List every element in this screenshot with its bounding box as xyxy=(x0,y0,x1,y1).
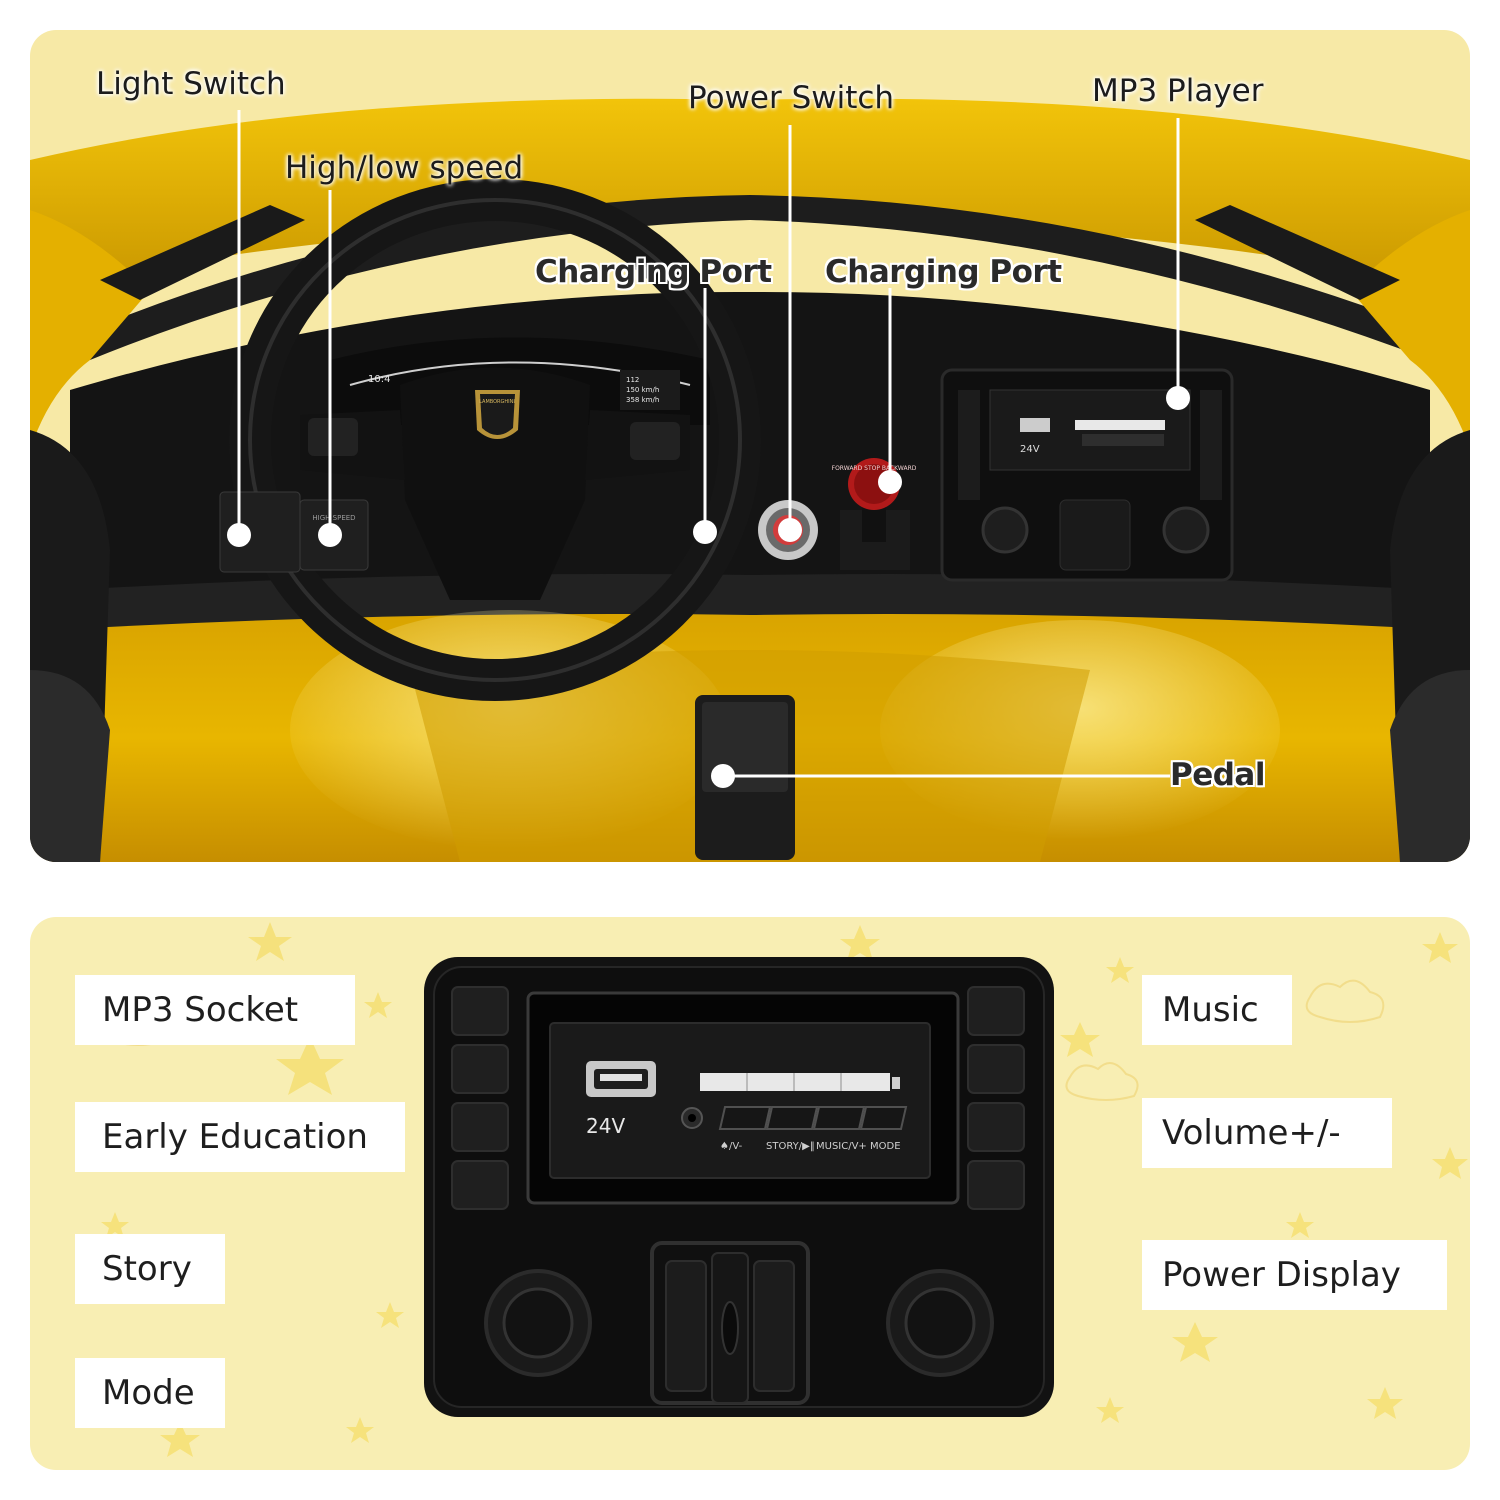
power-switch-label: Power Switch xyxy=(688,80,895,116)
mode-button[interactable] xyxy=(859,1106,908,1130)
charging-port-left-label: Charging Port xyxy=(535,254,772,290)
pedal-label: Pedal xyxy=(1170,757,1265,793)
feature-story: Story xyxy=(75,1234,225,1304)
charging-port-right-marker xyxy=(878,470,902,494)
light-switch-label: Light Switch xyxy=(96,66,286,102)
svg-text:10:4: 10:4 xyxy=(368,374,390,385)
svg-text:358 km/h: 358 km/h xyxy=(626,396,659,404)
mode-button-label: MODE xyxy=(870,1141,901,1152)
decorative-background xyxy=(101,922,1468,1457)
charging-port-right-label: Charging Port xyxy=(825,254,1062,290)
mp3-player-marker xyxy=(1166,386,1190,410)
mp3-player-label: MP3 Player xyxy=(1092,73,1264,109)
music-button[interactable] xyxy=(812,1106,866,1130)
brand-text: LAMBORGHINI xyxy=(479,399,515,405)
speed-switch-text: HIGH SPEED xyxy=(312,514,355,522)
feature-power-display: Power Display xyxy=(1142,1240,1447,1310)
car-interior-photo: 10:4 112 150 km/h 358 km/h LAMBORGHINI H… xyxy=(30,30,1470,862)
feature-mp3-socket: MP3 Socket xyxy=(75,975,355,1045)
charging-port-left-marker xyxy=(693,520,717,544)
high-low-speed-label: High/low speed xyxy=(285,150,524,186)
mp3-closeup-panel: 24V ♠/V- STORY/▶‖ MUSIC/V+ MODE xyxy=(30,917,1470,1470)
feature-volume: Volume+/- xyxy=(1142,1098,1392,1168)
gear-text: FORWARD STOP BACKWARD xyxy=(832,465,917,472)
feature-early-education: Early Education xyxy=(75,1102,405,1172)
feature-mode: Mode xyxy=(75,1358,225,1428)
svg-text:112: 112 xyxy=(626,376,639,384)
early-education-button-label: ♠/V- xyxy=(720,1141,743,1152)
mp3-small-voltage: 24V xyxy=(1020,444,1040,455)
svg-text:150 km/h: 150 km/h xyxy=(626,386,659,394)
mp3-voltage-label: 24V xyxy=(586,1114,625,1138)
pedal-marker xyxy=(711,764,735,788)
early-education-button[interactable] xyxy=(718,1106,772,1130)
light-switch-marker xyxy=(227,523,251,547)
feature-music: Music xyxy=(1142,975,1292,1045)
speed-switch-marker xyxy=(318,523,342,547)
car-interior-illustration: 10:4 112 150 km/h 358 km/h LAMBORGHINI H… xyxy=(30,98,1470,862)
mp3-unit: 24V ♠/V- STORY/▶‖ MUSIC/V+ MODE xyxy=(424,957,1054,1417)
power-switch-marker xyxy=(778,518,802,542)
music-button-label: MUSIC/V+ xyxy=(816,1141,867,1152)
story-button[interactable] xyxy=(765,1106,819,1130)
story-button-label: STORY/▶‖ xyxy=(766,1141,815,1152)
